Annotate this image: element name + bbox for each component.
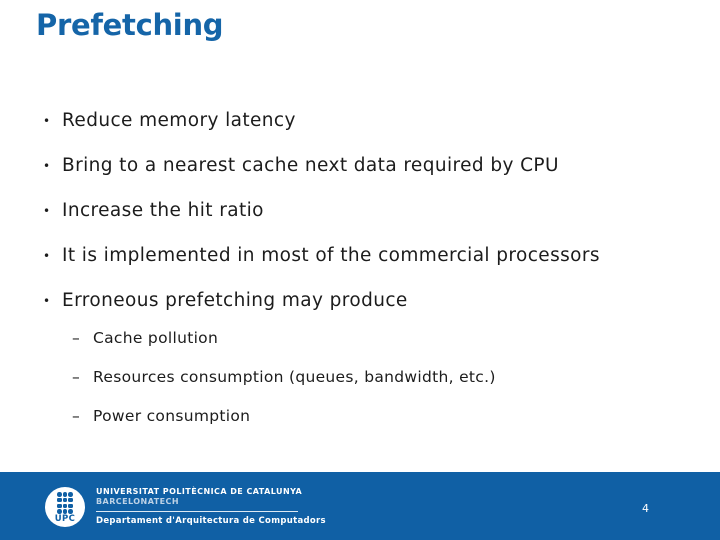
sub-bullet-item: – Cache pollution [43,328,706,367]
university-name: UNIVERSITAT POLITÈCNICA DE CATALUNYA [96,487,303,496]
footer-bar: UPC UNIVERSITAT POLITÈCNICA DE CATALUNYA… [0,472,720,540]
bullet-item: • Increase the hit ratio [43,198,706,243]
dash-marker: – [72,407,81,425]
page-number: 4 [642,502,649,515]
upc-logo: UPC [45,487,85,527]
slide-title: Prefetching [36,8,224,42]
university-info: UNIVERSITAT POLITÈCNICA DE CATALUNYA BAR… [96,487,326,526]
bullet-text: It is implemented in most of the commerc… [62,245,600,266]
bullet-marker: • [43,294,51,308]
department-name: Departament d'Arquitectura de Computador… [96,516,326,526]
bullet-text: Erroneous prefetching may produce [62,290,408,311]
upc-logo-dots-icon [56,492,74,514]
sub-bullet-text: Power consumption [93,407,251,425]
sub-bullet-text: Cache pollution [93,329,219,347]
sub-bullet-item: – Power consumption [43,406,706,445]
university-subname: BARCELONATECH [96,497,180,506]
sub-bullet-item: – Resources consumption (queues, bandwid… [43,367,706,406]
bullet-text: Increase the hit ratio [62,200,264,221]
bullet-item: • Reduce memory latency [43,108,706,153]
upc-logo-text: UPC [54,513,76,524]
bullet-item: • Erroneous prefetching may produce [43,288,706,328]
dash-marker: – [72,329,81,347]
bullet-item: • Bring to a nearest cache next data req… [43,153,706,198]
bullet-text: Reduce memory latency [62,110,296,131]
bullet-text: Bring to a nearest cache next data requi… [62,155,559,176]
slide-body: • Reduce memory latency • Bring to a nea… [43,108,706,445]
bullet-item: • It is implemented in most of the comme… [43,243,706,288]
footer-divider [96,511,298,512]
sub-bullet-text: Resources consumption (queues, bandwidth… [93,368,496,386]
bullet-marker: • [43,159,51,173]
bullet-marker: • [43,249,51,263]
bullet-marker: • [43,114,51,128]
bullet-marker: • [43,204,51,218]
dash-marker: – [72,368,81,386]
